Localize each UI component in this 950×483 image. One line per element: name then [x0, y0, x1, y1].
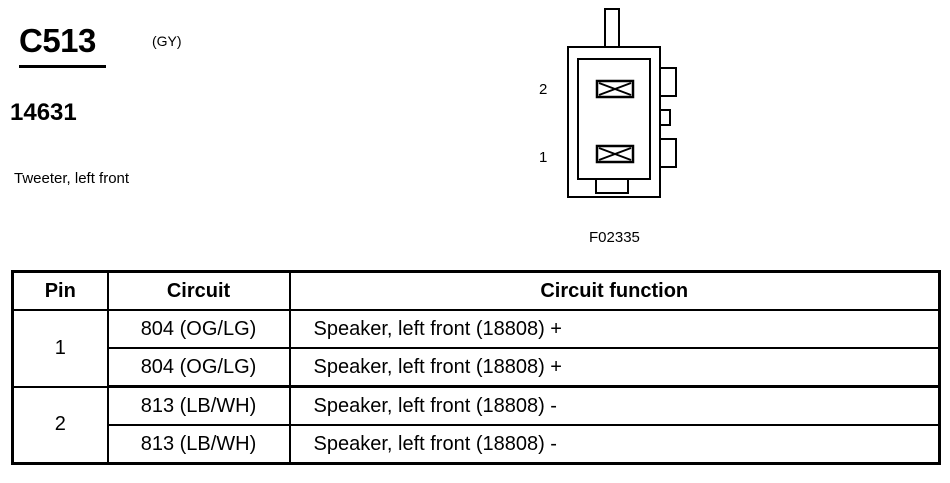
connector-side-key [659, 138, 677, 168]
header-pin: Pin [11, 270, 109, 311]
connector-color: (GY) [152, 33, 182, 49]
pin-label-1: 1 [539, 149, 548, 166]
circuit-function-cell: Speaker, left front (18808) + [288, 347, 941, 388]
circuit-cell: 813 (LB/WH) [106, 385, 291, 426]
table-header-row: Pin Circuit Circuit function [11, 270, 941, 311]
circuit-function-cell: Speaker, left front (18808) - [288, 424, 941, 465]
terminal-1-icon [595, 144, 635, 164]
pin-cell: 2 [11, 385, 109, 465]
circuit-function-cell: Speaker, left front (18808) - [288, 385, 941, 426]
table-row: 804 (OG/LG) Speaker, left front (18808) … [13, 347, 941, 388]
pin-table: Pin Circuit Circuit function 1 804 (OG/L… [11, 270, 941, 465]
pin-label-2: 2 [539, 81, 548, 98]
circuit-function-cell: Speaker, left front (18808) + [288, 309, 941, 349]
header-circuit: Circuit [106, 270, 291, 311]
connector-latch [604, 8, 620, 48]
connector-side-key [659, 109, 671, 126]
connector-id-underline [19, 65, 106, 68]
figure-id: F02335 [589, 229, 640, 246]
pin-cell: 1 [11, 309, 109, 388]
connector-bottom-tab [595, 178, 629, 194]
circuit-cell: 804 (OG/LG) [106, 309, 291, 349]
connector-side-key [659, 67, 677, 97]
table-row: 1 804 (OG/LG) Speaker, left front (18808… [11, 309, 941, 388]
circuit-cell: 804 (OG/LG) [106, 347, 291, 388]
table-row: 813 (LB/WH) Speaker, left front (18808) … [13, 424, 941, 465]
part-number: 14631 [10, 99, 77, 126]
header-circuit-function: Circuit function [288, 270, 941, 311]
table-row: 2 813 (LB/WH) Speaker, left front (18808… [11, 385, 941, 465]
connector-face-diagram [567, 8, 677, 198]
component-description: Tweeter, left front [14, 170, 130, 187]
terminal-2-icon [595, 79, 635, 99]
connector-id: C513 [19, 22, 96, 59]
circuit-cell: 813 (LB/WH) [106, 424, 291, 465]
